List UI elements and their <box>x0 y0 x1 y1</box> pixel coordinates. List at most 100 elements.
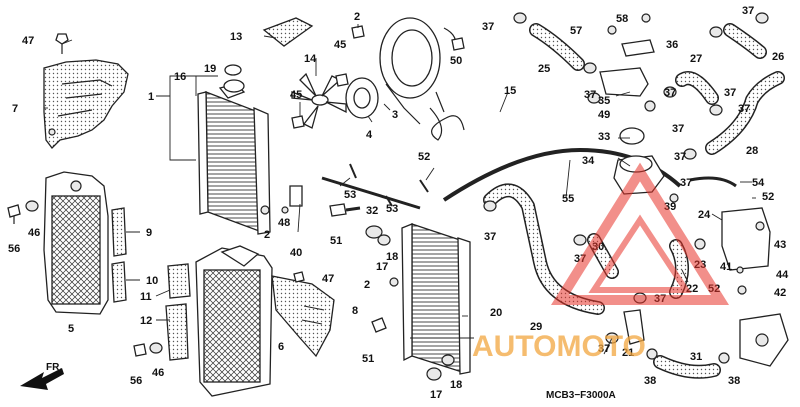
callout-16: 16 <box>174 71 186 83</box>
nut-45-left <box>291 115 305 129</box>
callout-18: 18 <box>386 251 398 263</box>
hose-25 <box>529 23 585 71</box>
callout-50: 50 <box>450 55 462 67</box>
clip-52-center <box>419 179 429 193</box>
callout-52: 52 <box>418 151 430 163</box>
bolt-50 <box>451 37 465 51</box>
nut-45-top <box>335 73 349 87</box>
front-arrow-icon <box>20 368 64 390</box>
callout-4: 4 <box>366 129 373 141</box>
callout-37: 37 <box>482 21 494 33</box>
callout-56: 56 <box>130 375 142 387</box>
callout-37: 37 <box>598 343 610 355</box>
callout-44: 44 <box>776 269 789 281</box>
callout-labels: 1222345678910111213141516171718181920212… <box>8 5 789 401</box>
callout-47: 47 <box>22 35 34 47</box>
callout-56: 56 <box>8 243 20 255</box>
hose-26 <box>723 23 767 59</box>
callout-57: 57 <box>570 25 582 37</box>
grommet-17-18-lower <box>426 354 455 381</box>
collar-18-17 <box>365 225 391 246</box>
callout-17: 17 <box>376 261 388 273</box>
callout-55: 55 <box>562 193 574 205</box>
callout-9: 9 <box>146 227 152 239</box>
bracket-12 <box>165 303 189 361</box>
callout-10: 10 <box>146 275 158 287</box>
callout-14: 14 <box>304 53 317 65</box>
front-label: FR. <box>46 362 62 373</box>
hose-28 <box>705 71 785 155</box>
callout-29: 29 <box>530 321 542 333</box>
strip-10 <box>111 261 127 303</box>
misc-small-parts <box>607 13 765 364</box>
callout-28: 28 <box>746 145 758 157</box>
callout-37: 37 <box>724 87 736 99</box>
callout-27: 27 <box>690 53 702 65</box>
clips-53 <box>349 163 393 207</box>
hose-27 <box>675 71 719 105</box>
shroud-right-6 <box>195 245 273 397</box>
grommets-2-48 <box>260 205 289 215</box>
bolt-51-lower <box>371 317 387 333</box>
callout-18: 18 <box>450 379 462 391</box>
callout-53: 53 <box>344 189 356 201</box>
callout-41: 41 <box>720 261 732 273</box>
callout-54: 54 <box>752 177 765 189</box>
callout-49: 49 <box>598 109 610 121</box>
watermark-logo <box>550 162 730 305</box>
callout-46: 46 <box>28 227 40 239</box>
diagram-code: MCB3−F3000A <box>546 390 616 401</box>
hose-31 <box>653 355 721 379</box>
water-pump-cover <box>739 313 789 367</box>
callout-37: 37 <box>484 231 496 243</box>
bolt-2-top <box>351 25 365 39</box>
callout-17: 17 <box>430 389 442 401</box>
callout-58: 58 <box>616 13 628 25</box>
hose-29 <box>483 183 605 315</box>
callout-5: 5 <box>68 323 74 335</box>
callout-48: 48 <box>278 217 290 229</box>
collar-46-left <box>25 200 39 212</box>
cap-19 <box>224 64 242 76</box>
callout-34: 34 <box>582 155 595 167</box>
fan-motor-4 <box>345 77 379 119</box>
callout-47: 47 <box>322 273 334 285</box>
callout-2: 2 <box>354 11 360 23</box>
callout-32: 32 <box>366 205 378 217</box>
callout-38: 38 <box>728 375 740 387</box>
callout-19: 19 <box>204 63 216 75</box>
rod-32 <box>321 176 421 210</box>
strip-9 <box>111 207 127 257</box>
callout-45: 45 <box>290 89 302 101</box>
callout-21: 21 <box>622 347 634 359</box>
callout-3: 3 <box>392 109 398 121</box>
radiator-left <box>197 79 271 235</box>
bracket-36 <box>621 39 655 57</box>
callout-37: 37 <box>674 151 686 163</box>
callout-46: 46 <box>152 367 164 379</box>
callout-2: 2 <box>264 229 270 241</box>
water-joint-35 <box>599 67 649 97</box>
leader-lines <box>44 24 756 355</box>
callout-33: 33 <box>598 131 610 143</box>
bolt-2-lower <box>389 277 399 287</box>
collar-46-lower <box>149 342 163 354</box>
pipe-54 <box>689 176 737 188</box>
callout-7: 7 <box>12 103 18 115</box>
callout-52: 52 <box>762 191 774 203</box>
callout-26: 26 <box>772 51 784 63</box>
radiator-right-20 <box>401 223 471 375</box>
sensor-40-48 <box>289 185 303 207</box>
foam-pad-13 <box>262 17 314 47</box>
bolt-56-lower <box>133 343 147 357</box>
callout-37: 37 <box>742 5 754 17</box>
side-cover-7 <box>43 59 129 149</box>
callout-35: 35 <box>598 95 610 107</box>
callout-6: 6 <box>278 341 284 353</box>
shroud-left-5 <box>43 171 109 315</box>
callout-31: 31 <box>690 351 702 363</box>
callout-51: 51 <box>362 353 374 365</box>
bolt-56-left <box>7 204 21 224</box>
